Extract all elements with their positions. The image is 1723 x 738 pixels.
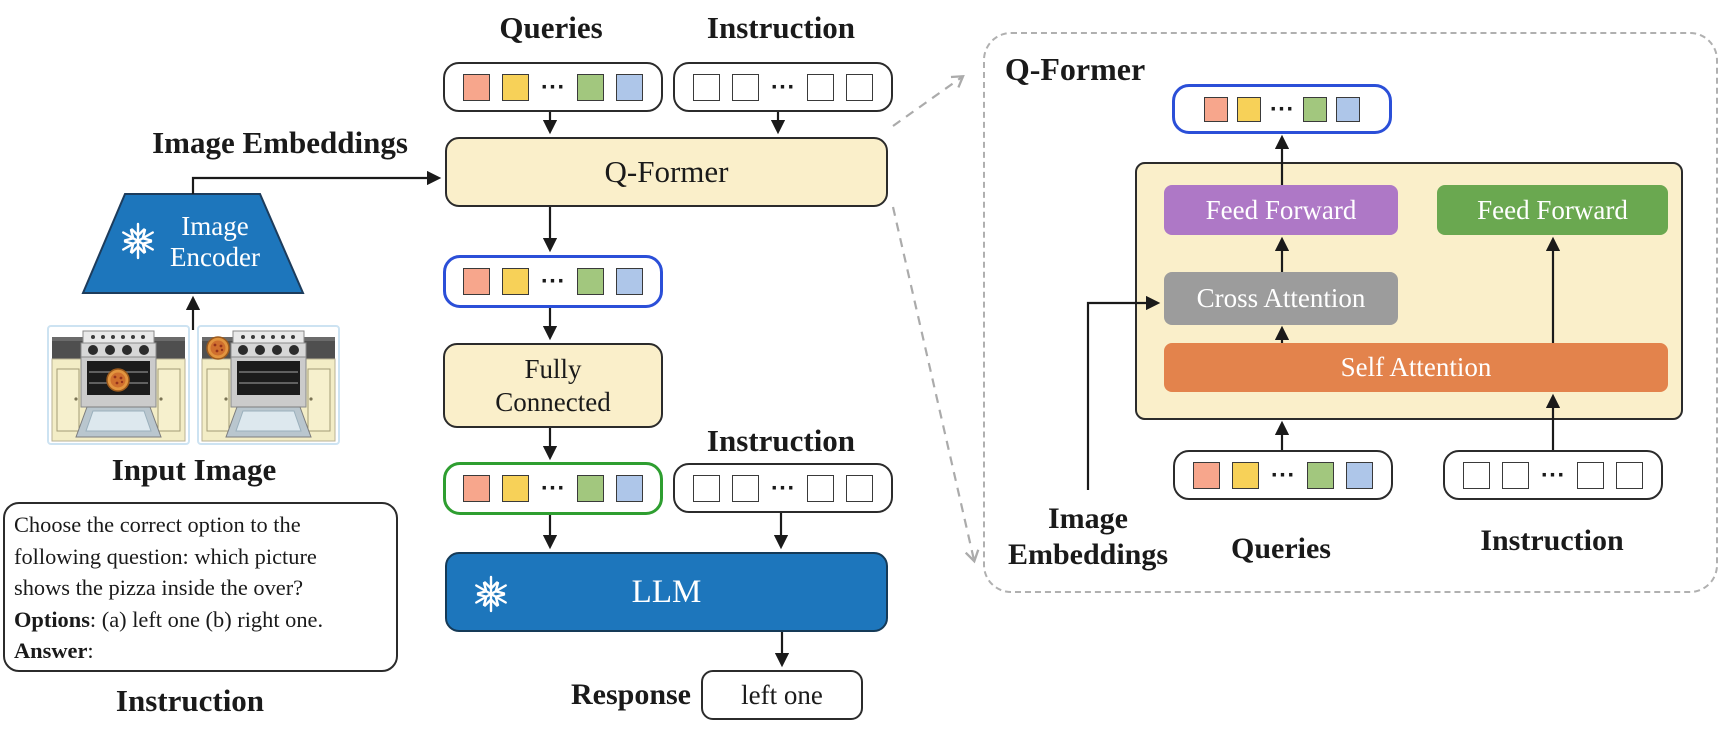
llm-box: LLM [445,552,888,632]
panel-image-embeddings-label: Image Embeddings [1007,502,1169,571]
text-token [731,474,759,502]
query-token [577,475,605,502]
snowflake-icon [475,575,507,613]
qformer-box-label: Q-Former [604,154,729,189]
query-token [1307,461,1335,489]
qformer-detail-panel [983,32,1718,593]
query-token [1336,96,1361,122]
qformer-box: Q-Former [445,137,888,207]
text-token [807,73,835,101]
queries-token-row: ··· [443,62,663,112]
text-token [807,474,835,502]
query-token [577,268,605,295]
query-token [462,268,490,295]
response-label: Response [570,678,691,711]
panel-instruction-label: Instruction [1480,524,1624,557]
text-token [1501,461,1529,489]
queries-top-label: Queries [499,10,603,45]
response-value: left one [741,679,823,710]
query-token [1303,96,1328,122]
input-image-label: Input Image [111,452,277,487]
query-token [1346,461,1374,489]
self-attention-label: Self Attention [1340,352,1492,382]
image-encoder-trapezoid [81,193,305,294]
query-output-token-row: ··· [443,255,663,308]
llm-box-label: LLM [631,573,702,610]
cross-attention-box: Cross Attention [1164,272,1398,325]
input-image-left-pizza-in-oven [47,325,190,445]
instruction-top-label: Instruction [706,10,856,45]
response-box: left one [701,670,863,720]
ellipsis-tokens: ··· [540,75,566,98]
text-token [692,73,720,101]
cross-attention-label: Cross Attention [1196,283,1366,313]
panel-queries-token-row: ··· [1173,450,1393,500]
feed-forward-right-label: Feed Forward [1477,194,1628,225]
query-token [501,268,529,295]
text-token [846,73,874,101]
feed-forward-left-box: Feed Forward [1164,185,1398,235]
query-token [462,475,490,502]
input-image-right-pizza-on-counter [197,325,340,445]
query-token [462,73,490,101]
ellipsis-tokens: ··· [540,270,566,292]
fully-connected-label: Fully Connected [495,353,611,417]
panel-query-output-token-row: ··· [1172,84,1392,134]
panel-queries-label: Queries [1231,532,1331,565]
feed-forward-right-box: Feed Forward [1437,185,1668,235]
ellipsis-tokens: ··· [770,75,796,98]
instruction-token-row-mid: ··· [673,463,893,513]
query-token [616,475,644,502]
query-token [1203,96,1228,122]
instruction-mid-label: Instruction [706,423,856,458]
qformer-panel-title: Q-Former [1004,51,1146,87]
instruction-token-row-top: ··· [673,62,893,112]
query-token [616,73,644,101]
text-token [731,73,759,101]
feed-forward-left-label: Feed Forward [1205,194,1357,225]
panel-instruction-token-row: ··· [1443,450,1663,500]
ellipsis-tokens: ··· [1269,97,1295,120]
snowflake-icon [122,222,154,260]
text-token [692,474,720,502]
query-token [1231,461,1259,489]
ellipsis-tokens: ··· [540,477,566,499]
text-token [1616,461,1644,489]
fully-connected-box: Fully Connected [443,343,663,428]
query-token [501,73,529,101]
query-token [501,475,529,502]
query-token [616,268,644,295]
projected-token-row: ··· [443,462,663,515]
query-token [577,73,605,101]
image-embeddings-label: Image Embeddings [152,125,408,160]
query-token [1192,461,1220,489]
text-token [846,474,874,502]
instruction-bottom-label: Instruction [115,683,265,718]
ellipsis-tokens: ··· [1270,463,1296,486]
text-token [1577,461,1605,489]
self-attention-box: Self Attention [1164,343,1668,392]
ellipsis-tokens: ··· [770,476,796,499]
ellipsis-tokens: ··· [1540,463,1566,486]
image-encoder-shape [81,193,305,294]
query-token [1236,96,1261,122]
image-encoder-label: Image Encoder [170,211,260,272]
text-token [1462,461,1490,489]
